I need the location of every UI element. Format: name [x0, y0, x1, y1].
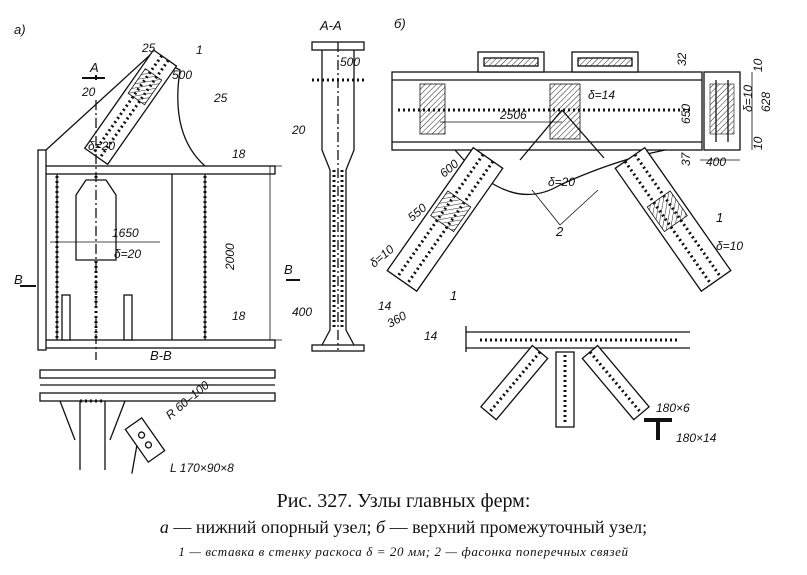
dim-a-18-top: 18: [232, 147, 246, 161]
diagonal-left: [386, 146, 504, 293]
callout-2: 2: [555, 224, 564, 239]
section-mark-b-left: В: [14, 272, 23, 287]
dim-b-delta10: δ=10: [741, 85, 755, 112]
section-label-bb: В-В: [150, 348, 172, 363]
dim-b-2506: 2506: [499, 108, 527, 122]
panel-b-intermediate-node: [386, 51, 753, 293]
panel-label-b: б): [394, 16, 406, 31]
panel-a-support-node: [20, 49, 300, 474]
dim-a-1: 1: [196, 43, 203, 57]
diagonal-right: [614, 146, 732, 293]
section-aa-view: [311, 41, 365, 352]
dim-a-25-top: 25: [141, 41, 156, 55]
figure-caption-title: Рис. 327. Узлы главных ферм:: [276, 490, 531, 512]
dim-a-500: 500: [172, 68, 192, 82]
callout-1-left: 1: [450, 288, 457, 303]
caption-a-letter: а: [159, 517, 169, 537]
dim-a-angle: L 170×90×8: [170, 461, 234, 475]
dim-a-18-bot: 18: [232, 309, 246, 323]
figure-caption-subtitle: а — нижний опорный узел; б — верхний про…: [0, 517, 807, 538]
angle-cleat: [124, 416, 166, 474]
dim-b-180x6: 180×6: [656, 401, 690, 415]
section-mark-b-right: В: [284, 262, 293, 277]
section-bb-flange-bottom: [39, 392, 276, 402]
support-post: [37, 149, 47, 351]
dim-b-delta10-right: δ=10: [716, 239, 743, 253]
truss-nodes-drawing: а) 25 1 500 25 А 20 δ=20 1650 δ=20 18 20…: [14, 16, 773, 475]
dim-b-14b: 14: [424, 329, 438, 343]
section-label-aa: А-А: [319, 18, 342, 33]
panel-label-a: а): [14, 22, 26, 37]
caption-b-letter: б: [376, 517, 386, 537]
section-aa-labels: А-А 500 20 400: [291, 18, 360, 319]
insert-plate: [75, 179, 117, 261]
dim-b-650: 650: [679, 104, 693, 124]
dim-b-10a: 10: [751, 58, 765, 72]
caption-a-text: — нижний опорный узел;: [168, 517, 377, 537]
diagonal-member: [83, 49, 178, 166]
section-mark-a: А: [89, 60, 99, 75]
dim-b-14a: 14: [378, 299, 392, 313]
dim-b-delta20: δ=20: [548, 175, 575, 189]
callout-1-right: 1: [716, 210, 723, 225]
dim-b-37: 37: [679, 151, 693, 166]
bottom-chord-top-flange: [39, 165, 276, 175]
gusset-plate: [45, 54, 206, 167]
dim-a-25-side: 25: [213, 91, 228, 105]
dim-a-1650: 1650: [112, 226, 139, 240]
dim-aa-500: 500: [340, 55, 360, 69]
dim-a-delta20b: δ=20: [114, 247, 141, 261]
dim-b-delta14: δ=14: [588, 88, 615, 102]
dim-b-400: 400: [706, 155, 726, 169]
panel-b-labels: б) 32 650 37 10 δ=10 628 10 400 2506 δ=1…: [367, 16, 773, 445]
dim-a-2000: 2000: [223, 243, 237, 271]
dim-aa-20: 20: [291, 123, 306, 137]
section-bb-flange-top: [39, 369, 276, 379]
dim-b-32: 32: [675, 52, 689, 66]
dim-aa-400: 400: [292, 305, 312, 319]
dim-b-180x14: 180×14: [676, 431, 717, 445]
dim-a-delta20: δ=20: [88, 139, 115, 153]
dim-b-10b: 10: [751, 136, 765, 150]
dim-a-20: 20: [81, 85, 96, 99]
bottom-chord-bottom-flange: [39, 339, 276, 349]
caption-b-text: — верхний промежуточный узел;: [385, 517, 648, 537]
figure-caption-legend: 1 — вставка в стенку раскоса δ = 20 мм; …: [178, 544, 629, 559]
dim-b-628: 628: [759, 92, 773, 112]
cross-brace-detail: [465, 326, 690, 440]
